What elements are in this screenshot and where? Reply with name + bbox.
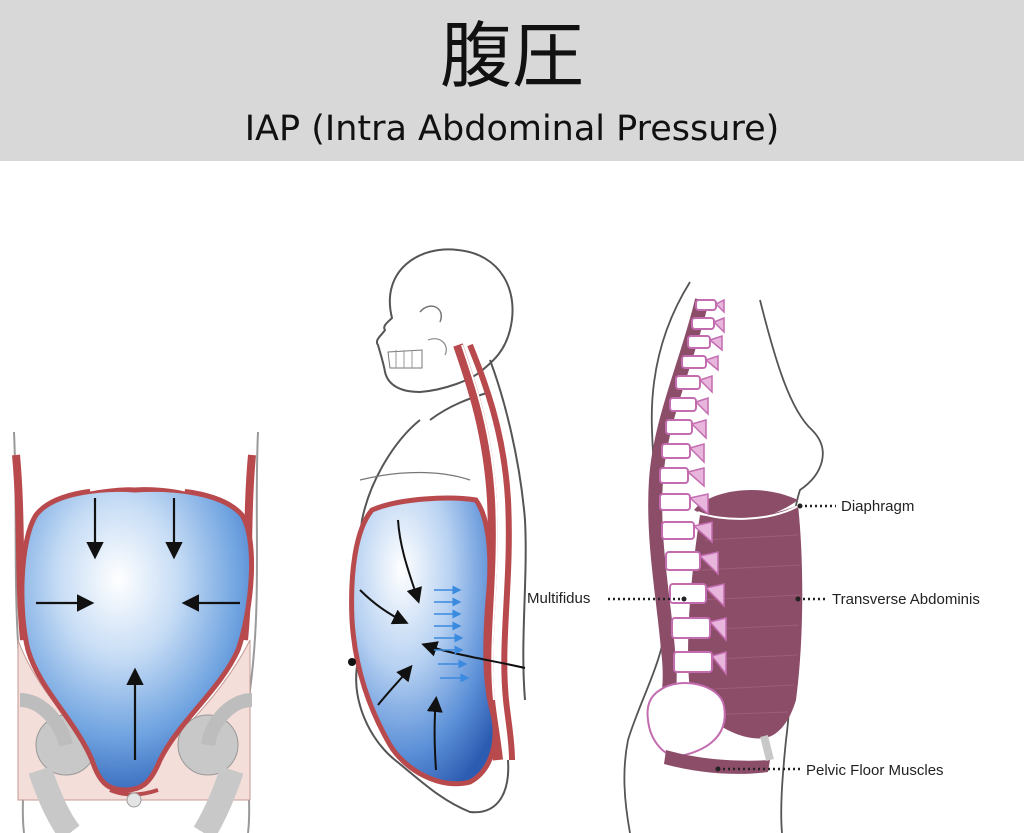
page-subtitle: IAP (Intra Abdominal Pressure) (244, 109, 780, 149)
label-diaphragm: Diaphragm (797, 498, 914, 515)
label-pelvic-floor: Pelvic Floor Muscles (715, 762, 944, 779)
hip-bone-right (177, 693, 253, 833)
title-banner: 腹圧 IAP (Intra Abdominal Pressure) (0, 0, 1024, 161)
front-view-figure (12, 431, 259, 833)
label-multifidus-text: Multifidus (527, 590, 590, 607)
spine-pressure-arrows (434, 585, 470, 683)
label-pelvic-floor-text: Pelvic Floor Muscles (806, 762, 944, 779)
anatomy-view-figure (623, 281, 824, 833)
skull (375, 248, 514, 394)
page-title: 腹圧 (439, 14, 584, 98)
pelvis-bone (646, 682, 726, 758)
side-view-figure (348, 248, 527, 814)
label-transverse-abdominis-text: Transverse Abdominis (832, 591, 980, 608)
pressure-sac-side (349, 495, 498, 787)
label-transverse-abdominis: Transverse Abdominis (795, 591, 980, 608)
pressure-sac-front (19, 486, 255, 793)
label-multifidus: Multifidus (527, 590, 687, 607)
spine-vertebrae (648, 298, 727, 712)
diaphragm-muscle (694, 489, 798, 520)
label-diaphragm-text: Diaphragm (841, 498, 914, 515)
